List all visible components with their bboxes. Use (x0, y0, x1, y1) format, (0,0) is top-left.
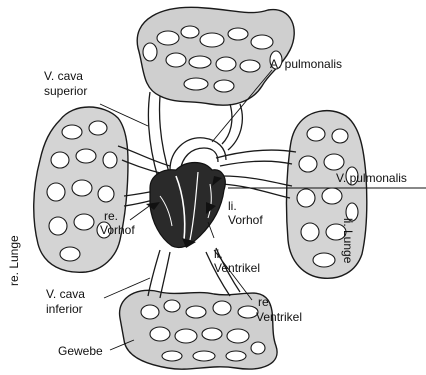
label-v-cava-superior-line1: V. cava (44, 69, 83, 83)
label-li-ventrikel-line1: li. (214, 247, 223, 261)
label-li-vorhof-line1: li. (228, 199, 237, 213)
label-v-pulmonalis: V. pulmonalis (336, 171, 407, 185)
label-re-vorhof-line1: re. (104, 209, 118, 223)
lower-tissue (120, 290, 278, 369)
label-re-ventrikel-line1: re. (258, 295, 272, 309)
vena-cava-superior (148, 92, 158, 178)
label-li-lunge: li. Lunge (341, 218, 355, 264)
label-li-ventrikel-line2: Ventrikel (214, 261, 260, 275)
label-re-vorhof-line2: Vorhof (100, 223, 135, 237)
label-v-cava-superior-line2: superior (44, 84, 87, 98)
label-v-cava-inferior-line1: V. cava (46, 287, 85, 301)
vena-cava-inferior (148, 250, 160, 296)
right-lung (34, 107, 128, 272)
arteria-pulmonalis-left (216, 150, 296, 158)
label-re-lunge: re. Lunge (7, 235, 21, 286)
label-re-ventrikel-line2: Ventrikel (256, 310, 302, 324)
label-gewebe: Gewebe (58, 344, 103, 358)
label-li-vorhof-line2: Vorhof (228, 213, 263, 227)
label-a-pulmonalis: A. pulmonalis (270, 57, 342, 71)
label-v-cava-inferior-line2: inferior (46, 302, 83, 316)
